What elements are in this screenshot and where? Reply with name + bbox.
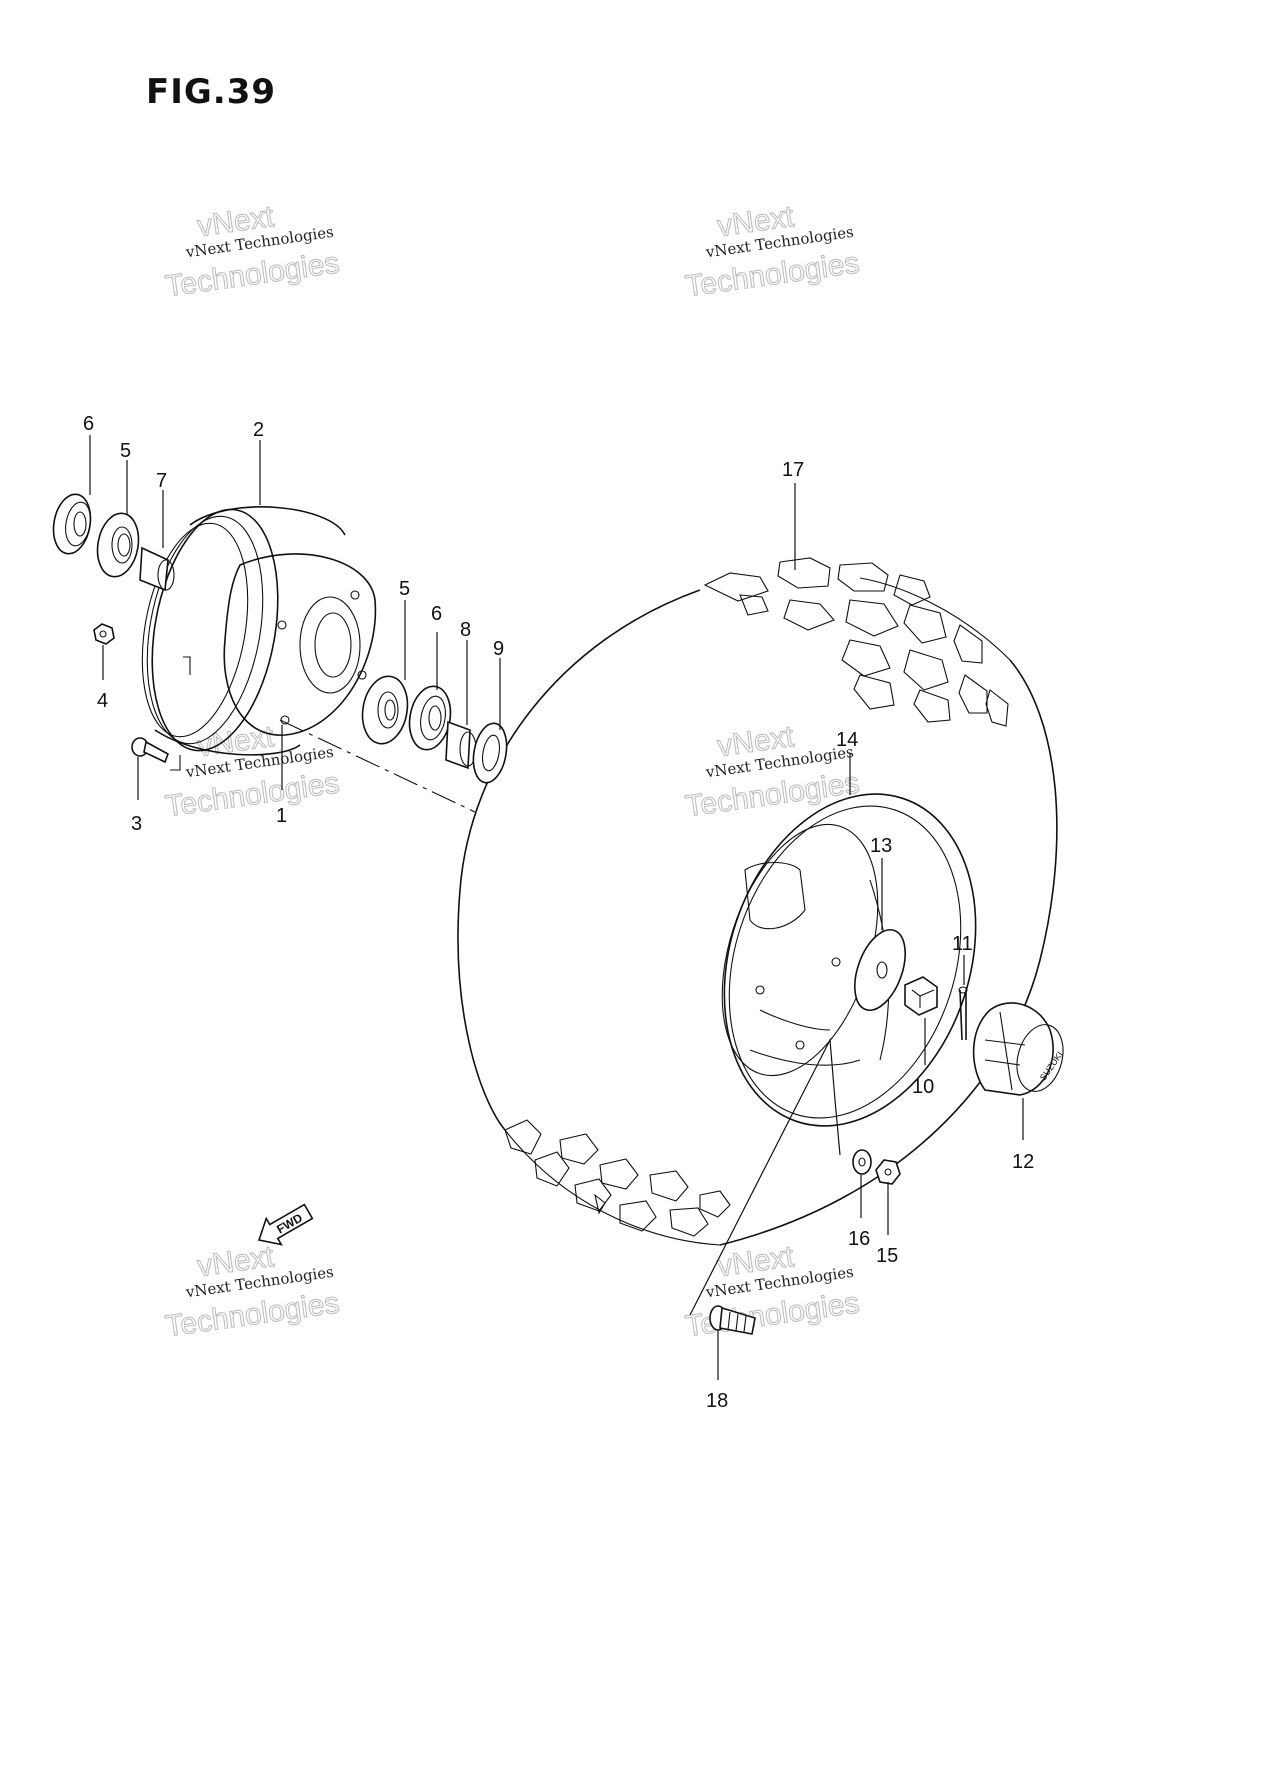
- bolt-4: [93, 623, 115, 645]
- callout-5-right: 5: [399, 578, 410, 600]
- callout-12: 12: [1012, 1151, 1034, 1173]
- callout-5-left: 5: [120, 440, 131, 462]
- watermark-mid-left: vNext vNext Technologies Technologies: [163, 719, 342, 823]
- callout-13: 13: [870, 835, 892, 857]
- brake-drum-hub: [141, 506, 377, 771]
- spacer-8: [445, 720, 477, 770]
- callout-6-left: 6: [83, 413, 94, 435]
- spacer-7: [139, 546, 175, 592]
- callout-3: 3: [131, 813, 142, 835]
- callout-17: 17: [782, 459, 804, 481]
- watermark-top-right: vNext vNext Technologies Technologies: [683, 199, 862, 303]
- tire-tread-bottom: [504, 1119, 731, 1237]
- bearing-5-right: [361, 675, 409, 745]
- oil-seal-6-right: [408, 685, 452, 751]
- stud-bolt-18: [709, 1305, 756, 1335]
- tire-outer-right: [719, 659, 1058, 1246]
- tire: [457, 557, 1058, 1246]
- figure-title: FIG.39: [146, 72, 277, 112]
- washer-9: [472, 722, 508, 784]
- callout-10: 10: [912, 1076, 934, 1098]
- oil-seal-6-left: [52, 493, 92, 555]
- callout-14: 14: [836, 729, 858, 751]
- callout-1: 1: [276, 805, 287, 827]
- castle-nut-10: [904, 976, 938, 1016]
- tire-tread-top: [703, 557, 1009, 727]
- callout-9: 9: [493, 638, 504, 660]
- callout-11: 11: [952, 933, 973, 955]
- callout-15: 15: [876, 1245, 898, 1267]
- washer-16: [852, 1149, 872, 1175]
- watermark-top-left: vNext vNext Technologies Technologies: [163, 199, 342, 303]
- callout-6-right: 6: [431, 603, 442, 625]
- callout-7: 7: [156, 470, 167, 492]
- bolt-3: [131, 737, 169, 764]
- cotter-pin-11: [958, 986, 968, 1041]
- center-axis-line: [279, 719, 476, 813]
- hub-cap-12: SUZUKI: [972, 1002, 1065, 1096]
- fwd-direction-arrow: FWD: [257, 1203, 314, 1246]
- nut-15: [875, 1159, 901, 1185]
- callout-8: 8: [460, 619, 471, 641]
- callout-2: 2: [253, 419, 264, 441]
- bearing-5-left: [96, 512, 140, 578]
- leader-lines: [89, 435, 1024, 1380]
- tire-bottom-edge: [504, 1129, 721, 1246]
- callout-16: 16: [848, 1228, 870, 1250]
- watermark-bottom-left: vNext vNext Technologies Technologies: [163, 1239, 342, 1343]
- callout-labels: 6 5 7 2 4 3 1 5 6 8 9 17 14 13 11 10 12 …: [83, 413, 1034, 1412]
- callout-18: 18: [706, 1390, 728, 1412]
- washer-13: [854, 929, 906, 1011]
- tire-sidewall-curve: [859, 577, 1011, 661]
- tire-outer-left: [457, 589, 701, 1131]
- callout-4: 4: [97, 690, 108, 712]
- watermark-mid-right: vNext vNext Technologies Technologies: [683, 719, 862, 823]
